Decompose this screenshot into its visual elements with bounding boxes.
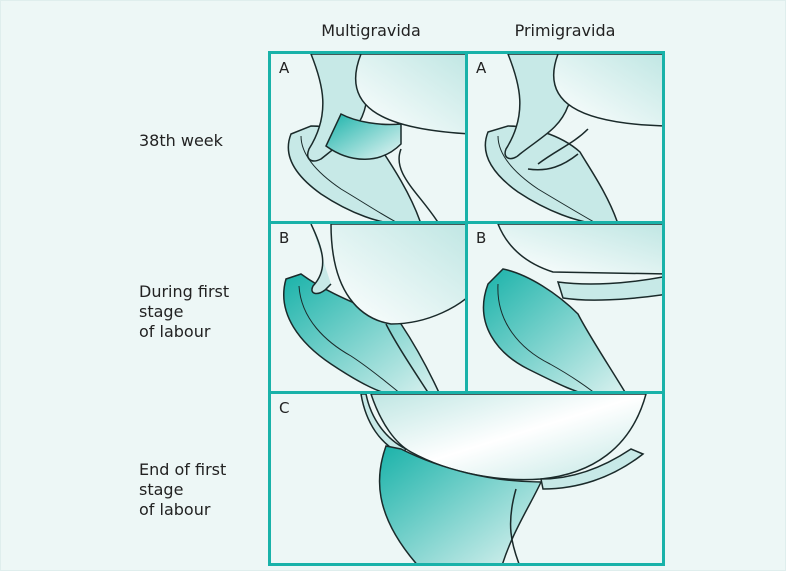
panel-a-primigravida: A [465, 51, 665, 224]
panel-a-multigravida: A [268, 51, 468, 224]
panel-letter: A [476, 59, 486, 77]
panel-b-primigravida: B [465, 221, 665, 394]
panel-letter: B [279, 229, 289, 247]
column-header-primigravida: Primigravida [495, 21, 635, 40]
cervix-illustration-a-multi [271, 54, 468, 224]
panel-letter: B [476, 229, 486, 247]
row-label-end-of-first-stage: End of first stage of labour [139, 460, 226, 520]
cervix-illustration-b-primi [468, 224, 665, 394]
panel-b-multigravida: B [268, 221, 468, 394]
panel-letter: C [279, 399, 289, 417]
row-label-38th-week: 38th week [139, 131, 223, 151]
row-label-during-first-stage: During first stage of labour [139, 282, 229, 342]
cervix-illustration-b-multi [271, 224, 468, 394]
cervix-illustration-c [271, 394, 665, 566]
column-header-multigravida: Multigravida [301, 21, 441, 40]
panel-c: C [268, 391, 665, 566]
cervix-illustration-a-primi [468, 54, 665, 224]
panel-letter: A [279, 59, 289, 77]
